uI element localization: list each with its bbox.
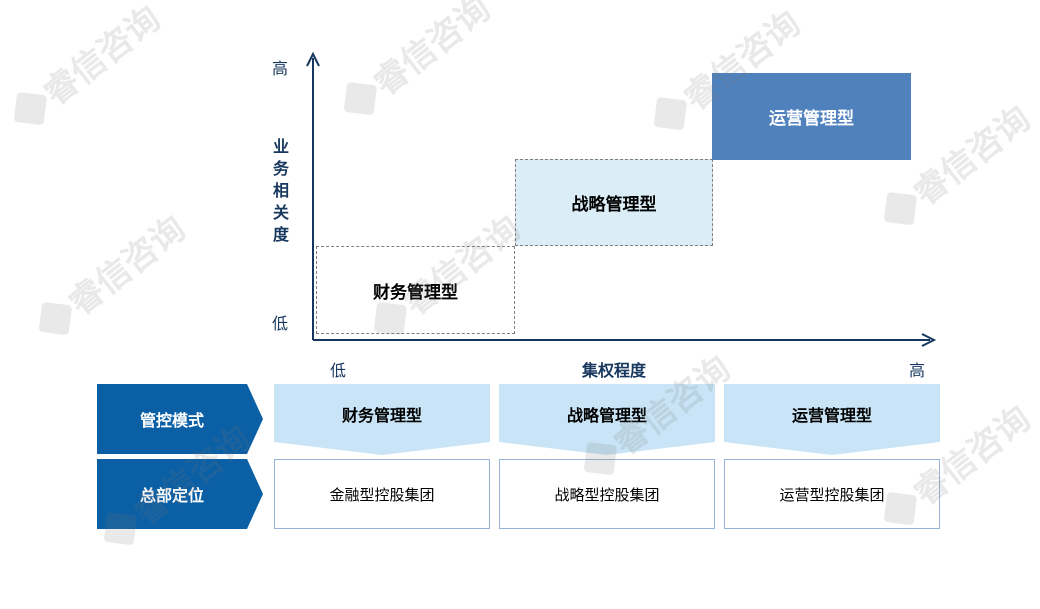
mode-cell: 财务管理型 [341,406,422,425]
y-title-char: 业 [272,137,289,156]
y-title-char: 度 [272,225,289,244]
y-title-char: 关 [272,203,289,222]
row2-header: 总部定位 [139,486,204,505]
position-cell: 战略型控股集团 [499,459,715,529]
y-high-label: 高 [272,59,289,78]
step-financial: 财务管理型 [316,246,515,334]
row1-header-shape [97,384,263,454]
row2-header-shape [97,459,263,529]
mode-shape-2 [499,384,715,455]
position-cell: 金融型控股集团 [274,459,490,529]
y-low-label: 低 [272,314,289,333]
mode-shape-1 [274,384,490,455]
row1-header: 管控模式 [139,411,204,430]
y-axis-arrow [306,51,320,67]
x-low-label: 低 [330,361,347,380]
step-label: 财务管理型 [373,282,458,303]
x-high-label: 高 [909,361,926,380]
x-axis-title: 集权程度 [582,361,647,380]
step-label: 运营管理型 [769,109,854,129]
mode-cell: 战略管理型 [566,406,647,425]
step-operational: 运营管理型 [712,73,911,160]
y-axis-title: 业 务 相 关 度 [272,136,290,246]
y-title-char: 务 [272,159,289,178]
y-title-char: 相 [272,181,289,200]
step-label: 战略管理型 [571,195,657,215]
step-strategic: 战略管理型 [515,159,713,246]
x-axis-arrow [921,333,937,347]
mode-shape-3 [724,384,940,455]
mode-cell: 运营管理型 [791,406,872,425]
position-cell: 运营型控股集团 [724,459,940,529]
